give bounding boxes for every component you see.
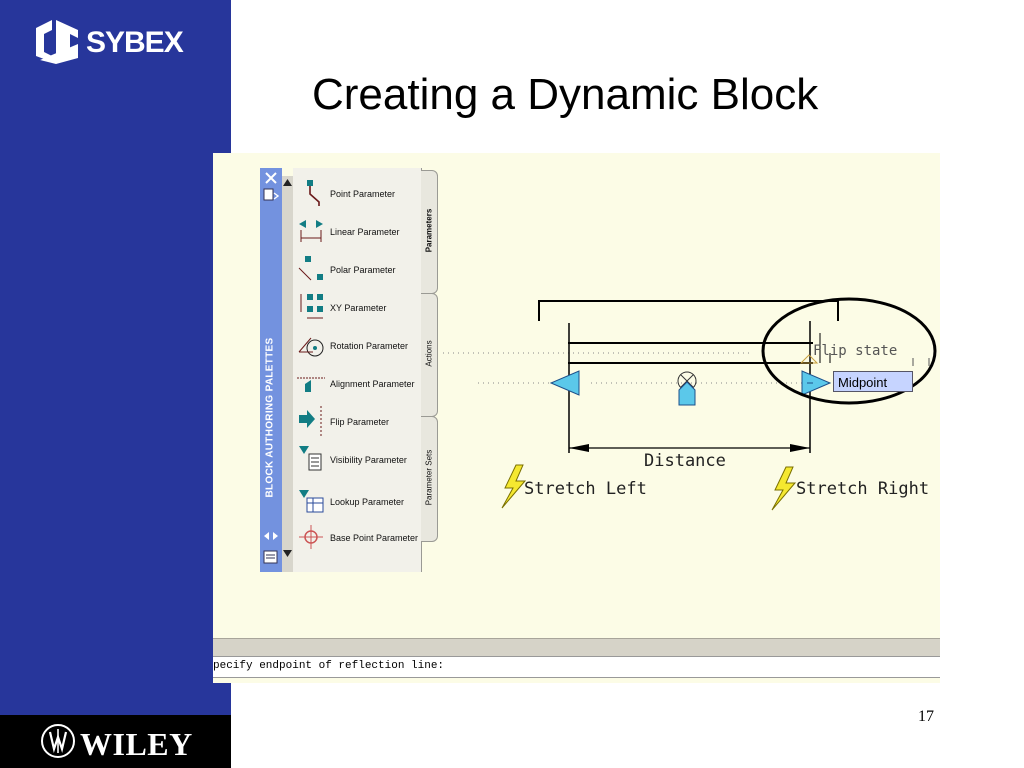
- command-line-text: pecify endpoint of reflection line:: [213, 660, 445, 672]
- tab-parameter-sets[interactable]: Parameter Sets: [421, 416, 438, 542]
- auto-hide-icon[interactable]: [263, 530, 279, 542]
- stretch-left-label: Stretch Left: [524, 479, 647, 499]
- wiley-emblem-icon: [41, 724, 75, 758]
- command-line[interactable]: pecify endpoint of reflection line:: [213, 656, 940, 678]
- slide-sidebar: [0, 0, 231, 715]
- scroll-up-icon[interactable]: [282, 178, 293, 187]
- highlight-ellipse-flip: [761, 297, 937, 405]
- visibility-parameter-icon: [299, 446, 322, 471]
- rotation-parameter-icon: [298, 337, 324, 357]
- sybex-brand: SYBEX: [86, 26, 184, 59]
- right-stretch-grip: [801, 370, 832, 396]
- palette-title: BLOCK AUTHORING PALETTES: [264, 337, 276, 498]
- scroll-down-icon[interactable]: [282, 549, 293, 558]
- palette-parameters-list: Point Parameter Linear Parameter Polar P…: [293, 168, 422, 572]
- palette-item-alignment-parameter[interactable]: Alignment Parameter: [293, 366, 421, 402]
- palette-scrollbar[interactable]: [282, 176, 293, 572]
- command-window-splitter[interactable]: [213, 638, 940, 657]
- palette-item-flip-parameter[interactable]: Flip Parameter: [293, 404, 421, 440]
- palette-item-base-point-parameter[interactable]: Base Point Parameter: [293, 520, 421, 556]
- lookup-parameter-icon: [299, 490, 324, 513]
- midpoint-grip-tooltip: Midpoint: [833, 371, 913, 392]
- left-stretch-grip: [549, 370, 580, 396]
- palette-item-visibility-parameter[interactable]: Visibility Parameter: [293, 442, 421, 478]
- polar-parameter-icon: [298, 256, 323, 281]
- palette-item-rotation-parameter[interactable]: Rotation Parameter: [293, 328, 421, 364]
- tab-parameters[interactable]: Parameters: [421, 170, 438, 294]
- palette-item-polar-parameter[interactable]: Polar Parameter: [293, 252, 421, 288]
- autocad-screenshot: Flip state Midpoint Distance Stretch Lef…: [213, 153, 940, 683]
- palette-title-bar[interactable]: BLOCK AUTHORING PALETTES: [260, 168, 282, 572]
- linear-parameter-icon: [299, 220, 323, 242]
- stretch-right-action-icon: [771, 466, 797, 511]
- stretch-right-label: Stretch Right: [796, 479, 930, 499]
- properties-icon[interactable]: [263, 188, 279, 202]
- page-number: 17: [918, 708, 934, 725]
- wiley-footer-band: [0, 715, 231, 768]
- distance-label: Distance: [644, 451, 726, 471]
- stretch-left-action-icon: [501, 464, 527, 509]
- palette-item-point-parameter[interactable]: Point Parameter: [293, 176, 421, 212]
- alignment-parameter-icon: [297, 377, 325, 392]
- slide-title: Creating a Dynamic Block: [312, 70, 819, 119]
- flip-parameter-icon: [299, 406, 322, 436]
- base-point-parameter-icon: [299, 525, 323, 549]
- point-parameter-icon: [307, 180, 320, 206]
- flip-state-label: Flip state: [813, 343, 898, 359]
- palette-item-lookup-parameter[interactable]: Lookup Parameter: [293, 484, 421, 520]
- palette-item-xy-parameter[interactable]: XY Parameter: [293, 290, 421, 326]
- flip-grip: [678, 381, 696, 406]
- close-icon[interactable]: [264, 171, 278, 185]
- palette-menu-icon[interactable]: [263, 550, 279, 564]
- palette-item-linear-parameter[interactable]: Linear Parameter: [293, 214, 421, 250]
- block-authoring-palette[interactable]: BLOCK AUTHORING PALETTES Point Parameter…: [260, 168, 438, 576]
- sybex-logo-icon: [36, 20, 78, 64]
- xy-parameter-icon: [300, 294, 323, 319]
- tab-actions[interactable]: Actions: [421, 293, 438, 417]
- wiley-brand: WILEY: [80, 726, 193, 762]
